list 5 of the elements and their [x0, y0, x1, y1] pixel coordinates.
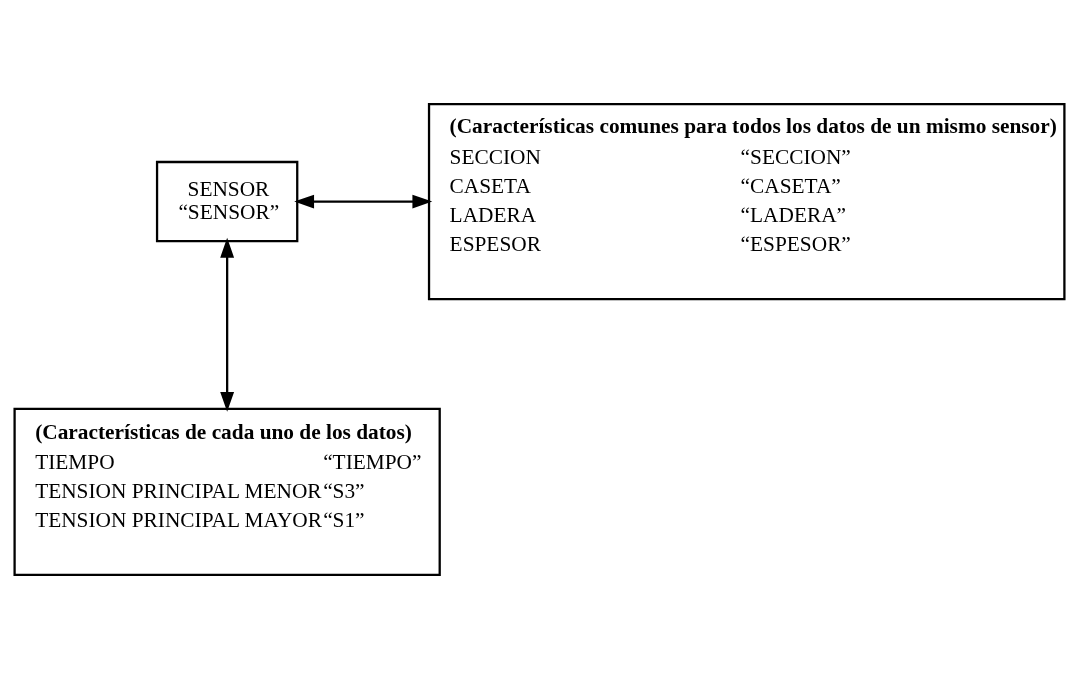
node-box: (Características de cada uno de los datos) TIEMPO “TIEMPO” TENSION PRINCIPAL MENOR“S3” TENSION PRINCIPAL MAYOR“S1”: [13, 407, 441, 576]
arrow: [294, 194, 433, 209]
node-box: (Características comunes para todos los datos de un mismo sensor) SECCION “SECCION” CASETA “CASETA” LADERA “LADERA” ESPESOR “ESPESOR”: [427, 102, 1066, 300]
node-box: SENSOR “SENSOR”: [155, 160, 299, 242]
arrow: [220, 237, 235, 412]
